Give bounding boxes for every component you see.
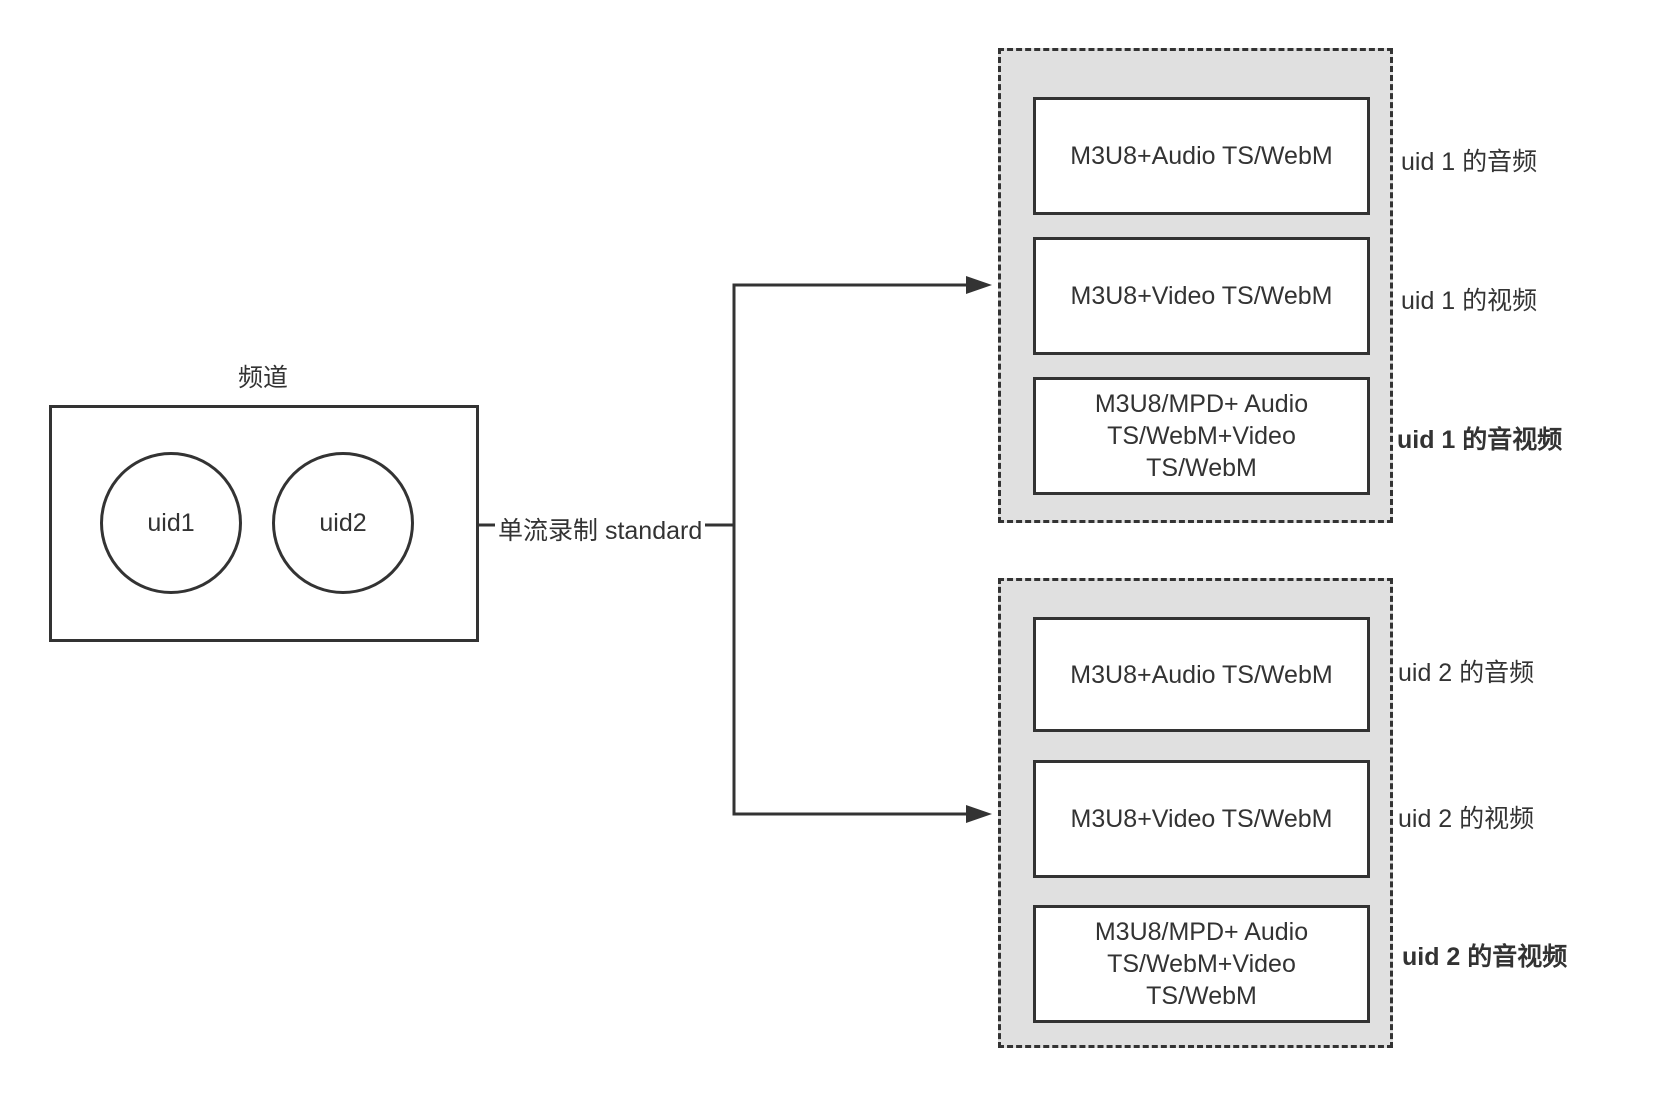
connector-label: 单流录制 standard bbox=[495, 511, 706, 547]
uid-circle-1: uid1 bbox=[100, 452, 242, 594]
channel-box: uid1 uid2 bbox=[49, 405, 479, 642]
connector-to-group-1 bbox=[732, 283, 970, 525]
connector-to-group-2 bbox=[732, 525, 970, 816]
audio-stream-box: M3U8+Audio TS/WebM bbox=[1033, 97, 1370, 215]
output-group-uid2: M3U8+Audio TS/WebM M3U8+Video TS/WebM M3… bbox=[998, 578, 1393, 1048]
arrowhead-group-1 bbox=[966, 276, 992, 294]
channel-title: 频道 bbox=[238, 364, 289, 392]
uid-circle-2: uid2 bbox=[272, 452, 414, 594]
video-stream-box: M3U8+Video TS/WebM bbox=[1033, 760, 1370, 878]
video-stream-box: M3U8+Video TS/WebM bbox=[1033, 237, 1370, 355]
audio-video-stream-box: M3U8/MPD+ Audio TS/WebM+Video TS/WebM bbox=[1033, 377, 1370, 495]
uid1-audio-label: uid 1 的音频 bbox=[1401, 148, 1538, 176]
audio-stream-box: M3U8+Audio TS/WebM bbox=[1033, 617, 1370, 732]
uid2-audio-label: uid 2 的音频 bbox=[1398, 659, 1535, 687]
uid-label-1: uid1 bbox=[147, 508, 195, 537]
uid-label-2: uid2 bbox=[319, 508, 367, 537]
uid2-audio-video-label: uid 2 的音视频 bbox=[1402, 943, 1568, 971]
output-group-uid1: M3U8+Audio TS/WebM M3U8+Video TS/WebM M3… bbox=[998, 48, 1393, 523]
uid1-video-label: uid 1 的视频 bbox=[1401, 287, 1538, 315]
audio-video-stream-box: M3U8/MPD+ Audio TS/WebM+Video TS/WebM bbox=[1033, 905, 1370, 1023]
arrowhead-group-2 bbox=[966, 805, 992, 823]
uid1-audio-video-label: uid 1 的音视频 bbox=[1397, 426, 1563, 454]
uid2-video-label: uid 2 的视频 bbox=[1398, 805, 1535, 833]
